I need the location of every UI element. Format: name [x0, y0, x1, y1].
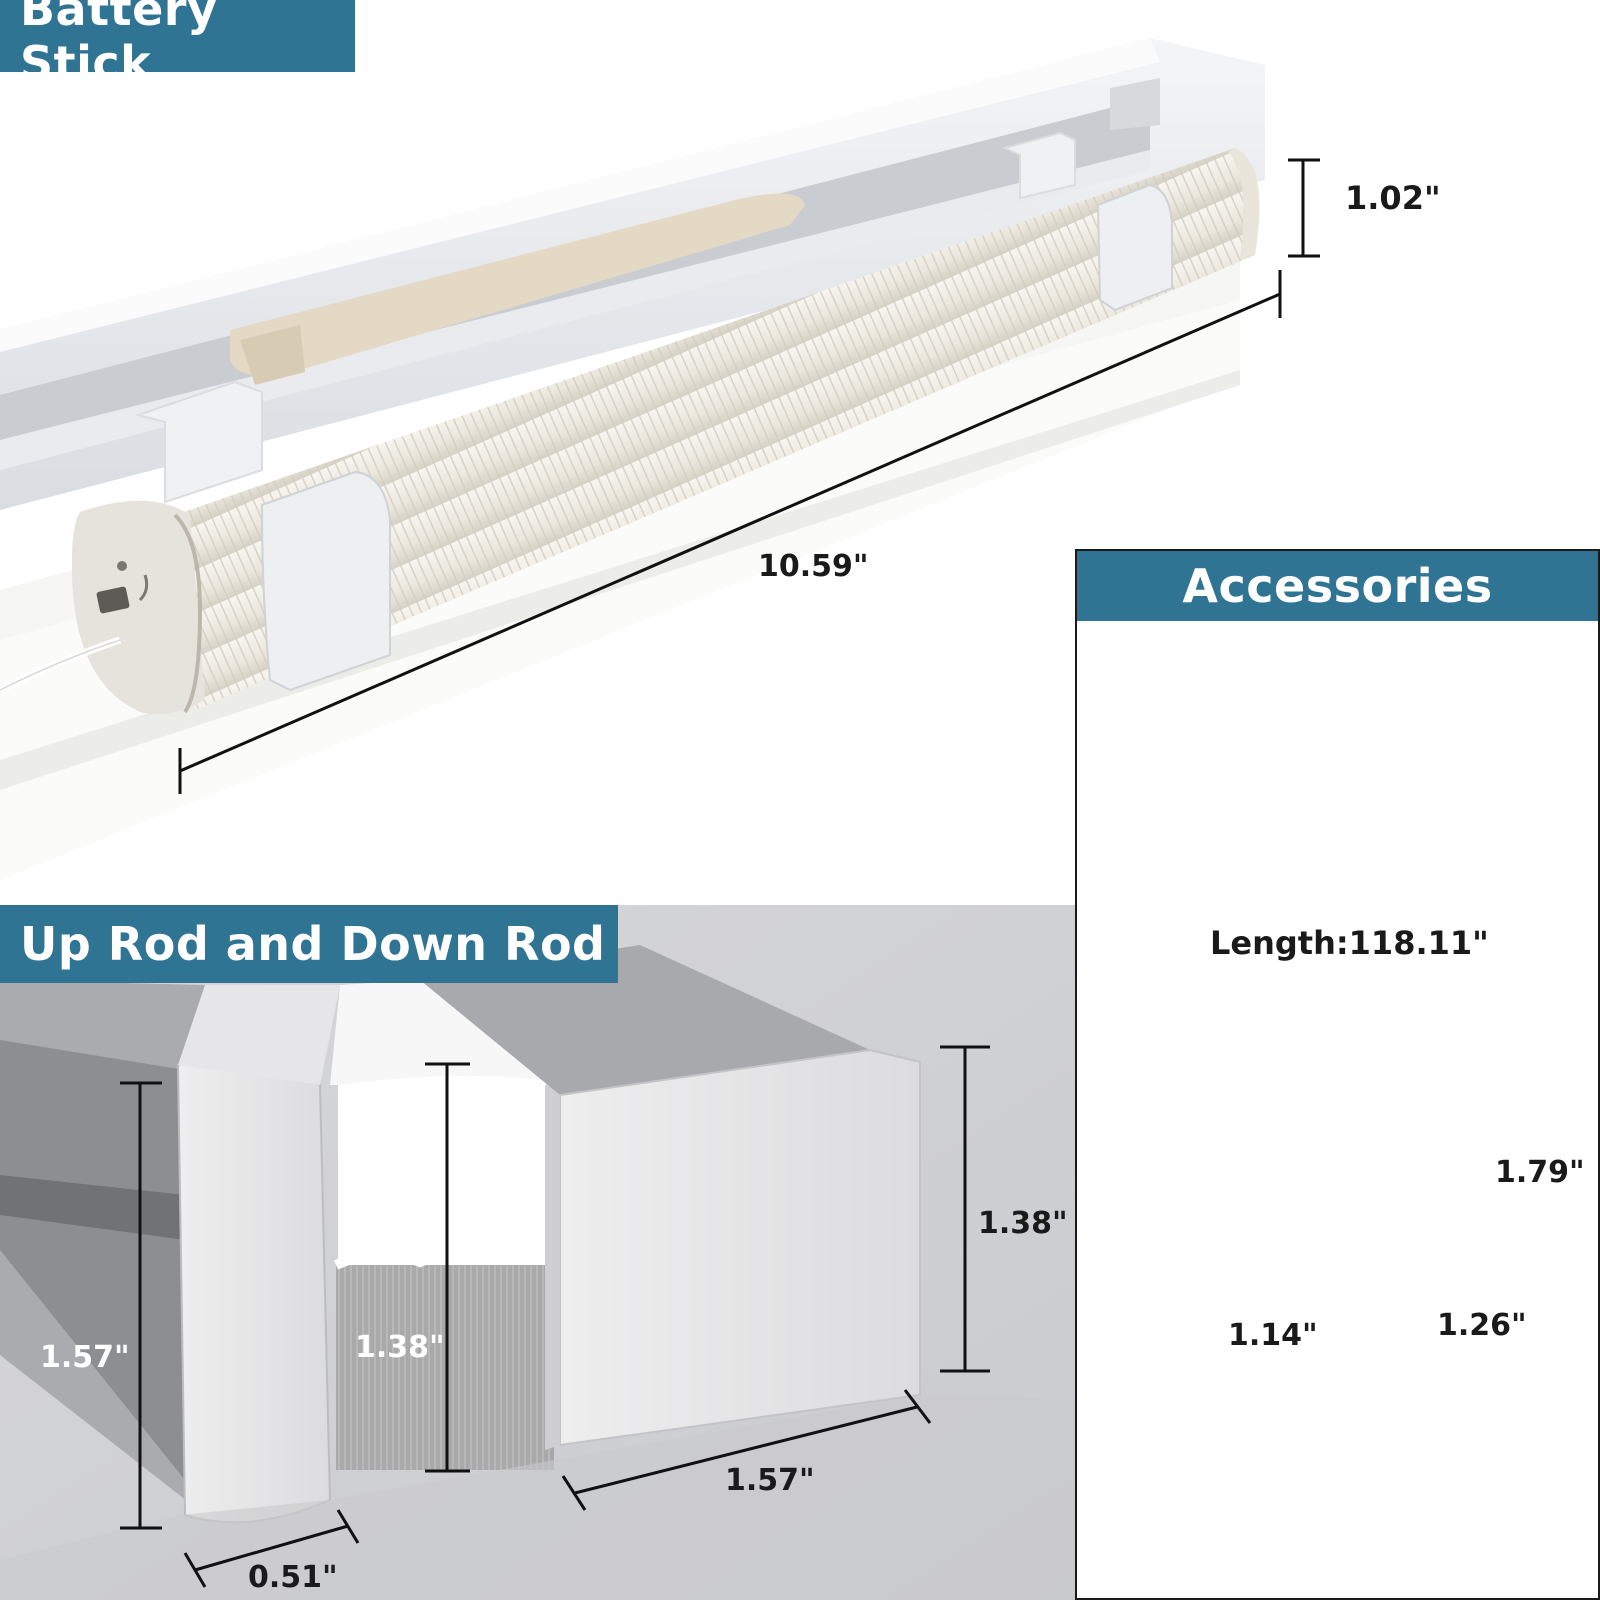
battery-length-label: 10.59" [758, 549, 869, 584]
down-rod-height-label: 1.38" [978, 1206, 1068, 1241]
down-rod-width-label: 1.57" [725, 1463, 815, 1498]
bracket-depth-label: 1.26" [1437, 1308, 1527, 1343]
rods-photo [0, 905, 1075, 1600]
up-rod-height-label: 1.57" [40, 1340, 130, 1375]
bracket-width-label: 1.14" [1228, 1318, 1318, 1353]
battery-dimension-lines [178, 158, 1320, 794]
accessories-title: Accessories [1077, 551, 1598, 621]
fabric-height-label: 1.38" [355, 1330, 445, 1365]
accessories-panel [1075, 549, 1600, 1600]
cable-length-label: Length:118.11" [1210, 924, 1489, 962]
bracket-height-label: 1.79" [1495, 1155, 1585, 1190]
rods-title: Up Rod and Down Rod [0, 905, 618, 983]
rods-dimension-lines [120, 1045, 990, 1588]
battery-diameter-label: 1.02" [1345, 179, 1441, 217]
up-rod-depth-label: 0.51" [248, 1560, 338, 1595]
battery-stick-title: Battery Stick [0, 0, 355, 90]
battery-stick-photo [0, 38, 1265, 880]
